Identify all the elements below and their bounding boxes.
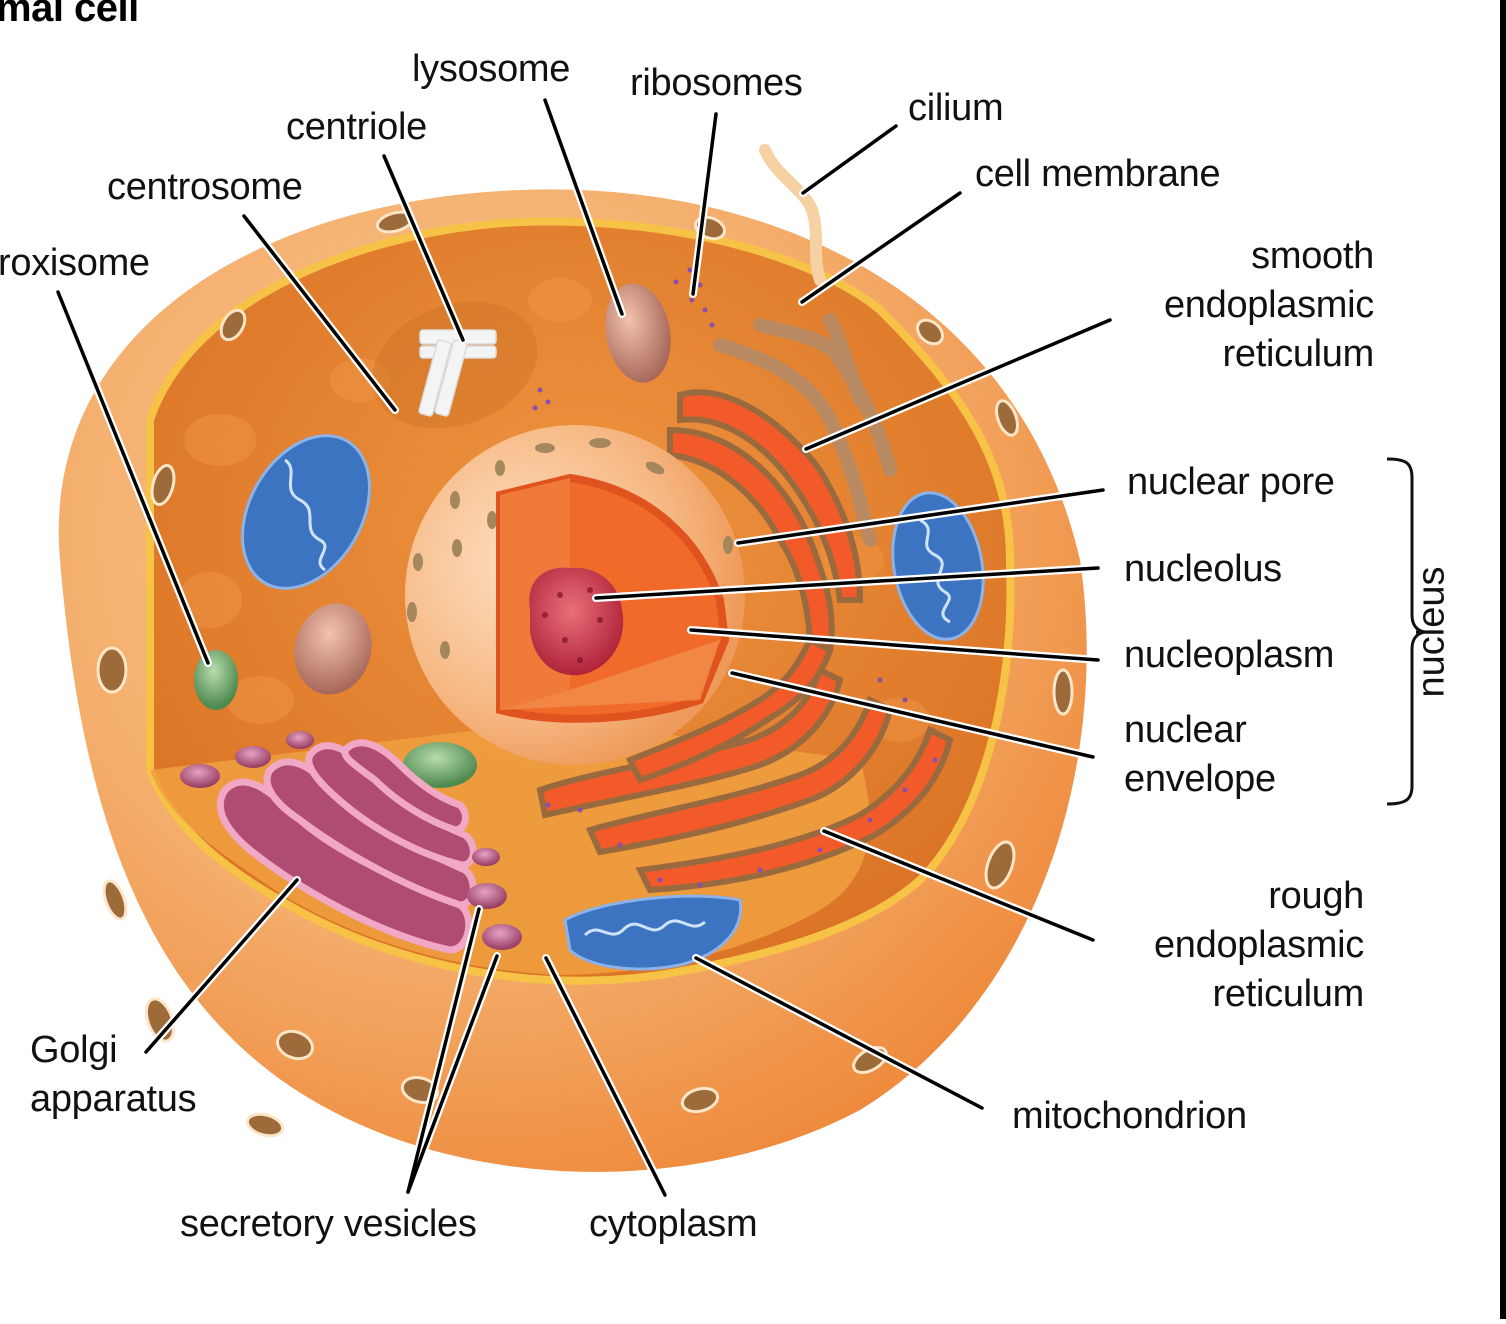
label-rough-er: rough endoplasmic reticulum [1154, 872, 1364, 1019]
leader-rough-er [822, 829, 1095, 942]
leader-centriole [382, 154, 465, 342]
figure-title: mal cell [0, 0, 139, 30]
label-ribosomes: ribosomes [630, 62, 803, 104]
ribosome-dots [532, 267, 938, 888]
green-vesicle [403, 742, 477, 788]
leader-cell-membrane [800, 191, 962, 304]
leader-mitochondrion [694, 956, 984, 1110]
label-nucleolus: nucleolus [1124, 548, 1282, 590]
lysosome-left [294, 603, 372, 695]
label-nuclear-envelope-line-2: envelope [1124, 758, 1276, 800]
mitochondrion-bottom [563, 894, 743, 971]
label-secretory-vesicles: secretory vesicles [180, 1203, 477, 1245]
leader-nuclear-envelope [730, 671, 1095, 759]
leader-golgi [144, 878, 299, 1054]
leader-nucleolus [594, 566, 1100, 600]
label-centrosome: centrosome [107, 166, 303, 208]
label-smooth-er-line-3: reticulum [1222, 333, 1375, 375]
leader-smooth-er [804, 318, 1112, 451]
leader-cilium [801, 124, 898, 195]
label-nucleus-group: nucleus [1410, 566, 1453, 698]
label-rough-er-line-2: endoplasmic [1153, 924, 1364, 966]
label-cell-membrane: cell membrane [975, 153, 1221, 195]
peroxisome [194, 650, 238, 710]
label-nucleoplasm: nucleoplasm [1124, 634, 1335, 676]
nuclear-pores [407, 438, 733, 659]
label-nuclear-envelope-line-1: nuclear [1124, 709, 1247, 751]
leader-nucleoplasm [689, 628, 1100, 662]
leader-lines [54, 96, 1114, 1199]
label-golgi: Golgi apparatus [30, 1026, 197, 1124]
leader-peroxisome [56, 290, 210, 665]
label-rough-er-line-1: rough [1268, 875, 1364, 917]
nucleus-bracket [1386, 457, 1425, 806]
leader-ribosomes [691, 112, 718, 296]
label-smooth-er-line-2: endoplasmic [1163, 284, 1374, 326]
mitochondrion-right [891, 491, 985, 641]
cilium [759, 144, 826, 286]
centriole [418, 329, 497, 417]
leader-cytoplasm [544, 956, 667, 1197]
leader-lysosome [543, 98, 624, 316]
label-smooth-er: smooth endoplasmic reticulum [1164, 232, 1374, 379]
label-nuclear-envelope: nuclear envelope [1124, 706, 1276, 804]
label-cytoplasm: cytoplasm [589, 1203, 758, 1245]
rough-er [536, 389, 954, 894]
label-golgi-line-1: Golgi [30, 1029, 118, 1071]
leader-centrosome [242, 214, 397, 412]
leader-secretory-vesicle-2 [406, 954, 499, 1194]
label-golgi-line-2: apparatus [30, 1078, 197, 1120]
label-cilium: cilium [908, 87, 1004, 129]
label-rough-er-line-3: reticulum [1212, 973, 1365, 1015]
label-peroxisome: roxisome [0, 242, 150, 284]
secretory-vesicles [180, 731, 522, 950]
right-edge-bar [1500, 0, 1506, 1319]
label-mitochondrion: mitochondrion [1012, 1095, 1247, 1137]
leader-nuclear-pore [736, 488, 1105, 545]
mitochondrion-left [240, 434, 372, 590]
leader-secretory-vesicle-1 [406, 907, 481, 1194]
smooth-er [713, 313, 897, 547]
label-centriole: centriole [286, 106, 427, 148]
label-nuclear-pore: nuclear pore [1127, 461, 1335, 503]
label-lysosome: lysosome [412, 48, 571, 90]
label-smooth-er-line-1: smooth [1251, 235, 1374, 277]
